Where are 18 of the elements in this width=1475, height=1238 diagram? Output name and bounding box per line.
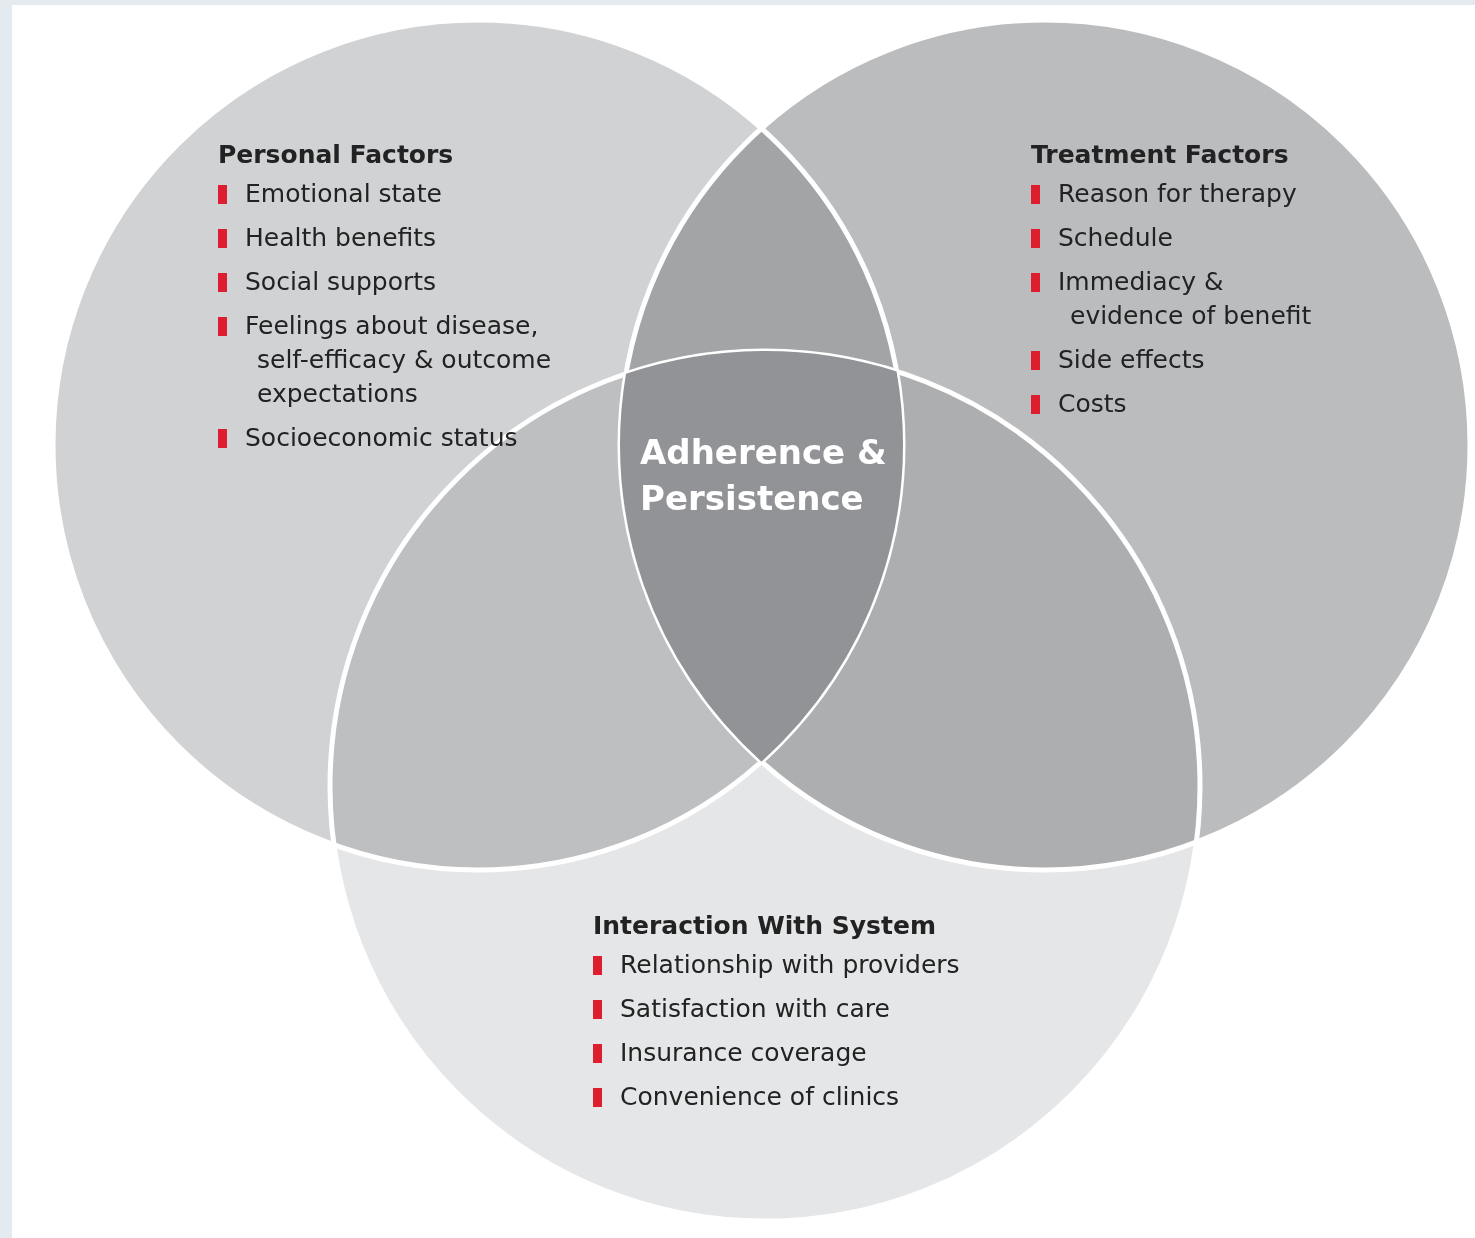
bullet-text: Social supports [245,266,438,298]
bullet-text: Health benefits [245,222,438,254]
bullet-text: Emotional state [245,178,443,210]
circle-heading: Treatment Factors [1031,140,1290,169]
bullet-text: Feelings about disease, self-efficacy & outcome expectations [245,310,553,410]
circle-heading: Interaction With System [593,911,937,940]
bullet-text: Socioeconomic status [245,422,519,454]
circle-heading: Personal Factors [218,140,455,169]
bullet-text: Immediacy & evidence of benefit [1058,266,1313,332]
bullet-text: Relationship with providers [620,949,961,981]
center-label: Adherence & Persistence [640,431,888,520]
bullet-text: Costs [1058,388,1128,420]
bullet-text: Satisfaction with care [620,993,891,1025]
bullet-text: Schedule [1058,222,1174,254]
bullet-text: Reason for therapy [1058,178,1298,210]
bullet-text: Convenience of clinics [620,1081,901,1113]
bullet-text: Side effects [1058,344,1206,376]
bullet-text: Insurance coverage [620,1037,868,1069]
